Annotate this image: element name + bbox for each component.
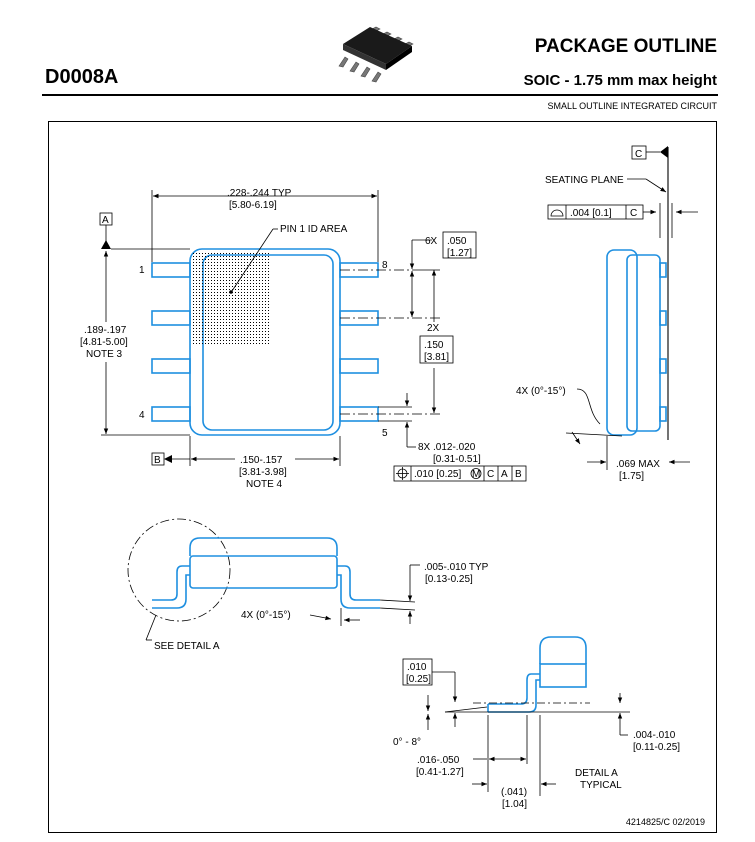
pin1-id-area <box>192 252 269 344</box>
body-outline <box>189 248 341 436</box>
seating-plane-label: SEATING PLANE <box>545 175 624 186</box>
fcf-ref1-label: C <box>487 469 494 480</box>
width-mm-label: [5.80-6.19] <box>229 200 277 211</box>
height-in-label: .069 MAX <box>616 459 660 470</box>
top-view-leads <box>151 262 379 422</box>
detail-a-subtitle: TYPICAL <box>580 780 622 791</box>
gauge-mm-label: [0.25] <box>406 674 431 685</box>
pin1-area-label: PIN 1 ID AREA <box>280 224 348 235</box>
foot-angle-label: 0° - 8° <box>393 737 421 748</box>
fcf-m-label: M <box>472 469 480 480</box>
length-mm-label: [4.81-5.00] <box>80 337 128 348</box>
side-angle-label: 4X (0°-15°) <box>516 386 566 397</box>
fcf-ref2-label: A <box>501 469 508 480</box>
thickness-in-label: .005-.010 TYP <box>424 562 489 573</box>
span-in-label: .150 <box>424 340 444 351</box>
foot-length-in-label: .016-.050 <box>417 755 460 766</box>
span-count-label: 2X <box>427 323 440 334</box>
pitch-box <box>442 231 477 259</box>
pin-1-label: 1 <box>139 265 145 276</box>
detail-a-title: DETAIL A <box>575 768 618 779</box>
thickness-mm-label: [0.13-0.25] <box>425 574 473 585</box>
pin-5-label: 5 <box>382 428 388 439</box>
span-mm-label: [3.81] <box>424 352 449 363</box>
height-mm-label: [1.75] <box>619 471 644 482</box>
pin-8-label: 8 <box>382 260 388 271</box>
foot-ref-in-label: (.041) <box>501 787 527 798</box>
chip-icon <box>338 26 414 83</box>
datum-c-box <box>631 145 647 160</box>
document-id: 4214825/C 02/2019 <box>625 817 705 827</box>
body-width-mm-label: [3.81-3.98] <box>239 467 287 478</box>
foot-ref-mm-label: [1.04] <box>502 799 527 810</box>
foot-length-mm-label: [0.41-1.27] <box>416 767 464 778</box>
see-detail-label: SEE DETAIL A <box>154 641 220 652</box>
position-tolerance-frame: .010 [0.25] M C A B <box>393 465 527 482</box>
detail-a-circle <box>127 518 231 622</box>
drawing-frame <box>48 121 717 833</box>
datum-c-label: C <box>635 149 642 160</box>
end-view: .005-.010 TYP [0.13-0.25] 4X (0°-15°) SE… <box>127 518 489 652</box>
package-code: D0008A <box>45 66 119 88</box>
width-in-label: .228-.244 TYP <box>227 188 292 199</box>
flatness-ref-label: C <box>630 208 637 219</box>
datum-b-label: B <box>154 455 161 466</box>
top-view: .228-.244 TYP [5.80-6.19] PIN 1 ID AREA … <box>80 188 527 492</box>
lead-width-mm-label: [0.31-0.51] <box>433 454 481 465</box>
pin-4-label: 4 <box>139 410 145 421</box>
pitch-mm-label: [1.27] <box>447 248 472 259</box>
package-description: SMALL OUTLINE INTEGRATED CIRCUIT <box>547 101 717 111</box>
datum-a-label: A <box>102 215 109 226</box>
pitch-count-label: 6X <box>425 236 438 247</box>
page-subtitle: SOIC - 1.75 mm max height <box>523 72 717 89</box>
lead-width-in-label: 8X .012-.020 <box>418 442 476 453</box>
span-box <box>419 335 454 364</box>
body-width-in-label: .150-.157 <box>240 455 283 466</box>
detail-a-view: .010 [0.25] 0° - 8° .004-.010 [0.11-0.25… <box>393 636 680 810</box>
standoff-in-label: .004-.010 <box>633 730 676 741</box>
end-angle-label: 4X (0°-15°) <box>241 610 291 621</box>
length-in-label: .189-.197 <box>84 325 127 336</box>
mmc-symbol-icon <box>470 468 482 479</box>
fcf-ref3-label: B <box>515 469 522 480</box>
length-note-label: NOTE 3 <box>86 349 123 360</box>
fcf-value-label: .010 [0.25] <box>414 469 461 480</box>
header-rule <box>42 94 718 96</box>
standoff-mm-label: [0.11-0.25] <box>633 742 680 753</box>
pitch-in-label: .050 <box>447 236 467 247</box>
page-title: PACKAGE OUTLINE <box>534 36 717 57</box>
flatness-value-label: .004 [0.1] <box>570 208 612 219</box>
side-view: C SEATING PLANE .004 [0.1] C 4X (0°-15°) <box>516 145 698 482</box>
gauge-in-label: .010 <box>407 662 427 673</box>
profile-symbol-icon <box>550 209 564 217</box>
body-width-note-label: NOTE 4 <box>246 479 283 490</box>
